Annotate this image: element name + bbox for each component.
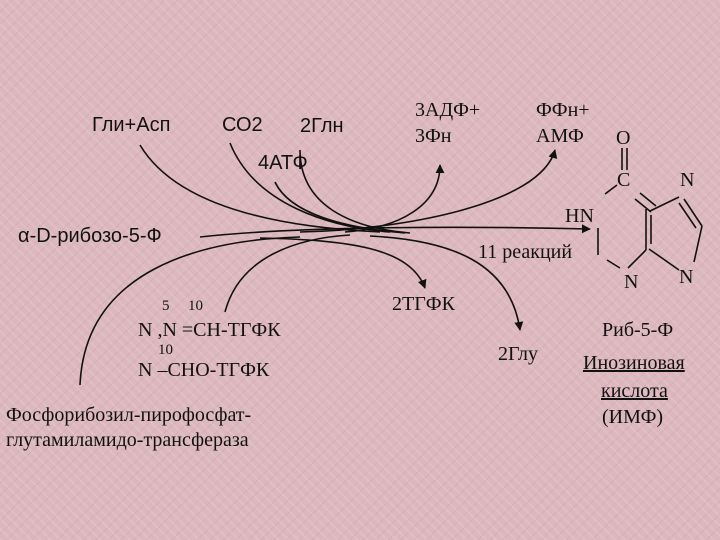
enzyme-name-line1: Фосфорибозил-пирофосфат-	[6, 404, 252, 426]
superscript-5: 5	[162, 298, 170, 314]
imp-structure	[597, 148, 703, 271]
amp-label: АМФ	[536, 125, 584, 147]
ppn-label: ФФн+	[536, 99, 590, 121]
n-atom-bottom-right: N	[679, 266, 694, 288]
oxygen-atom: O	[616, 127, 631, 149]
ppn-amp-arrow	[299, 149, 558, 233]
hn-atom: HN	[565, 205, 594, 227]
gln-label: 2Глн	[300, 115, 344, 137]
imp-name-line2: кислота	[601, 380, 668, 402]
substrate-label: α-D-рибозо-5-Ф	[18, 225, 162, 247]
superscript-10a: 10	[188, 298, 203, 314]
co2-label: СО2	[222, 114, 263, 136]
n-atom-bottom: N	[624, 271, 639, 293]
atp-label: 4АТФ	[258, 152, 308, 174]
formyl-thf-curve	[79, 236, 301, 386]
adp-pn-arrow	[344, 164, 445, 233]
superscript-10b: 10	[158, 342, 173, 358]
pn-label: 3Фн	[415, 125, 452, 147]
main-flow-arrow	[199, 224, 591, 238]
glu-release-label: 2Глу	[498, 343, 539, 365]
methenyl-thf-curve	[224, 234, 351, 313]
imp-abbreviation: (ИМФ)	[602, 406, 664, 428]
gln-curve	[299, 149, 411, 234]
ribose-5-p-label: Риб-5-Ф	[602, 319, 674, 341]
gly-asp-label: Гли+Асп	[92, 114, 171, 136]
glu-arrow	[369, 235, 524, 331]
methenyl-thf-label: N ,N =CH-ТГФК	[138, 319, 281, 341]
imp-name-line1: Инозиновая	[583, 352, 685, 374]
thf-arrow	[259, 237, 427, 289]
enzyme-name-line2: глутамиламидо-трансфераза	[6, 429, 249, 451]
atp-curve	[274, 181, 406, 234]
formyl-thf-label: N –CHO-ТГФК	[138, 359, 270, 381]
adp-label: 3АДФ+	[415, 99, 481, 121]
carbon-atom: C	[617, 169, 631, 191]
reactions-note: 11 реакций	[478, 241, 573, 263]
n-atom-top-right: N	[680, 169, 695, 191]
thf-release-label: 2ТГФК	[392, 293, 455, 315]
